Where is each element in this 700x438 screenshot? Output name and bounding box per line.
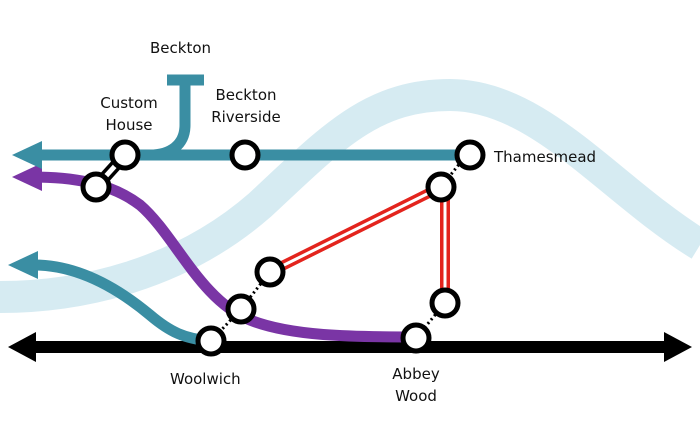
label-beckton-riverside: Beckton Riverside	[203, 84, 289, 128]
label-woolwich: Woolwich	[170, 370, 241, 388]
label-abbey-wood: Abbey Wood	[380, 363, 452, 407]
black-line-arrow-west	[8, 332, 36, 362]
river	[0, 78, 700, 313]
label-beckton: Beckton	[150, 39, 212, 57]
station-woolwich[interactable]	[195, 325, 227, 357]
label-custom-house-line1: Custom	[100, 94, 158, 112]
label-beckton-riverside-line2: Riverside	[211, 108, 281, 126]
label-abbey-wood-line1: Abbey	[392, 365, 440, 383]
station-custom-house-teal[interactable]	[109, 139, 141, 171]
purple-line-arrow	[12, 163, 42, 191]
red-link-woolwich-thamesmead	[267, 182, 444, 277]
station-woolwich-red[interactable]	[254, 256, 286, 288]
black-line-arrow-east	[664, 332, 692, 362]
station-abbey-wood-red[interactable]	[429, 287, 461, 319]
station-thamesmead-red[interactable]	[425, 171, 457, 203]
teal-branch-beckton	[149, 80, 191, 161]
station-abbey-wood[interactable]	[400, 322, 432, 354]
station-thamesmead-teal[interactable]	[454, 139, 486, 171]
label-custom-house-line2: House	[105, 116, 153, 134]
label-custom-house: Custom House	[88, 92, 170, 136]
teal-branch-arrow	[8, 251, 38, 279]
teal-branch-woolwich	[33, 259, 212, 347]
label-abbey-wood-line2: Wood	[395, 387, 437, 405]
station-woolwich-purple[interactable]	[225, 293, 257, 325]
label-beckton-riverside-line1: Beckton	[215, 86, 277, 104]
station-beckton-riverside[interactable]	[229, 139, 261, 171]
teal-line-arrow	[12, 141, 42, 169]
label-thamesmead: Thamesmead	[494, 148, 597, 166]
station-custom-house-purple[interactable]	[80, 171, 112, 203]
